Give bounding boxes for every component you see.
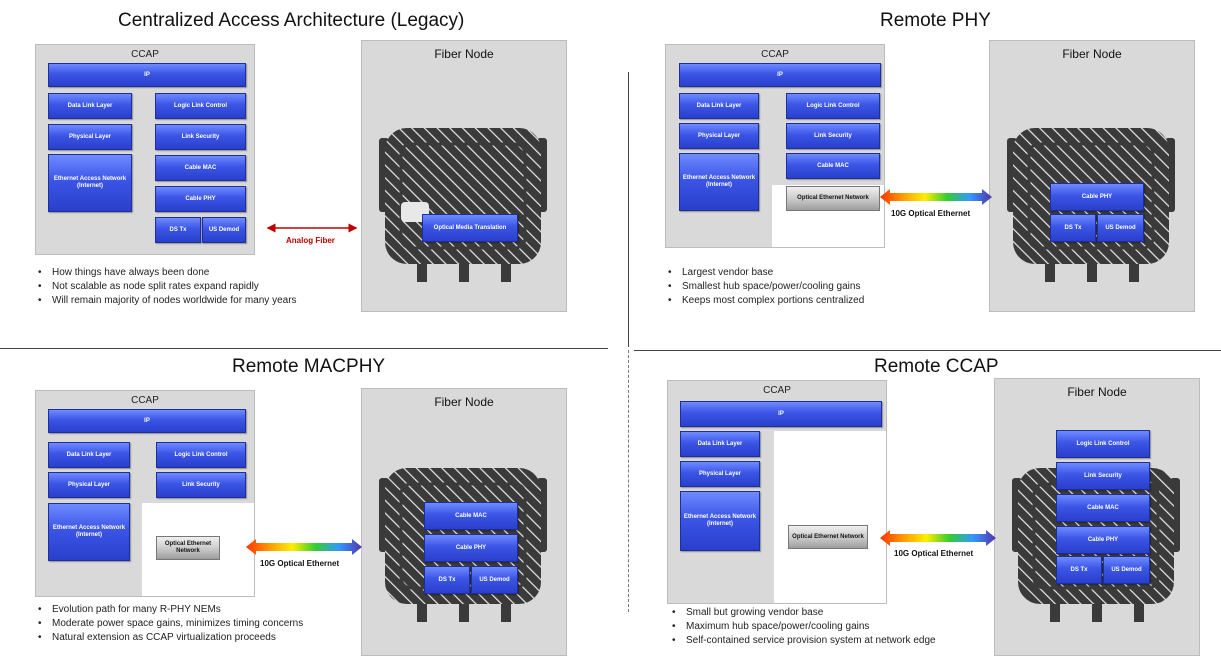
divider-horizontal-left [0,348,608,349]
q4-bullet-list: Small but growing vendor base Maximum hu… [672,606,936,648]
q3-physical-block: Physical Layer [48,472,130,498]
q3-bullet-list: Evolution path for many R-PHY NEMs Moder… [38,603,303,645]
q1-title: Centralized Access Architecture (Legacy) [118,10,465,31]
q2-node-enclosure-icon [1007,128,1175,282]
list-item: How things have always been done [38,266,297,280]
q2-ccap-panel: CCAP IP Data Link Layer Physical Layer E… [665,44,885,248]
q3-ethernet-block: Ethernet Access Network (Internet) [48,503,130,561]
q2-optical-ethernet-block: Optical Ethernet Network [786,186,880,211]
list-item: Keeps most complex portions centralized [668,294,864,308]
q3-optical-ethernet-block: Optical Ethernet Network [156,536,220,560]
list-item: Small but growing vendor base [672,606,936,620]
q1-node-enclosure-icon [379,128,547,282]
q3-connector-label: 10G Optical Ethernet [260,559,340,568]
q4-us-demod-block: US Demod [1103,556,1150,584]
q2-connector-label: 10G Optical Ethernet [891,209,971,218]
q1-data-link-block: Data Link Layer [48,93,132,119]
q2-data-link-block: Data Link Layer [679,93,759,119]
q4-optical-ethernet-block: Optical Ethernet Network [788,525,868,549]
q1-llc-block: Logic Link Control [155,93,246,119]
q2-ccap-label: CCAP [761,49,789,60]
q2-optical-ethernet-arrow [880,189,992,205]
list-item: Maximum hub space/power/cooling gains [672,620,936,634]
q3-title: Remote MACPHY [232,356,386,377]
divider-horizontal-right [634,350,1221,351]
q2-ip-block: IP [679,63,881,87]
q4-link-security-block: Link Security [1056,462,1150,490]
q1-optical-media-block: Optical Media Translation [422,214,518,242]
q4-data-link-block: Data Link Layer [680,431,760,457]
q2-physical-block: Physical Layer [679,123,759,149]
list-item: Largest vendor base [668,266,864,280]
q3-ccap-label: CCAP [131,395,159,406]
q4-white-area [774,431,886,603]
q1-analog-fiber-arrow [266,223,358,233]
q1-connector-label: Analog Fiber [286,236,335,245]
divider-vertical-bottom [628,350,629,612]
q2-bullet-list: Largest vendor base Smallest hub space/p… [668,266,864,308]
q1-bullet-list: How things have always been done Not sca… [38,266,297,308]
q3-cable-mac-block: Cable MAC [424,502,518,530]
divider-vertical-top [628,72,629,347]
q1-ccap-panel: CCAP IP Data Link Layer Physical Layer E… [35,44,255,255]
list-item: Smallest hub space/power/cooling gains [668,280,864,294]
q4-ethernet-block: Ethernet Access Network (Internet) [680,491,760,551]
q4-connector-label: 10G Optical Ethernet [894,549,974,558]
q2-title: Remote PHY [880,10,991,31]
q3-ip-block: IP [48,409,246,433]
q1-us-demod-block: US Demod [202,217,246,243]
q4-ccap-panel: CCAP IP Data Link Layer Physical Layer E… [667,380,887,604]
q3-optical-ethernet-arrow [246,539,362,555]
q1-cable-mac-block: Cable MAC [155,155,246,181]
q3-llc-block: Logic Link Control [156,442,246,468]
list-item: Moderate power space gains, minimizes ti… [38,617,303,631]
q1-physical-block: Physical Layer [48,124,132,150]
q2-us-demod-block: US Demod [1097,214,1144,242]
list-item: Evolution path for many R-PHY NEMs [38,603,303,617]
q3-ds-tx-block: DS Tx [424,566,470,594]
list-item: Will remain majority of nodes worldwide … [38,294,297,308]
q4-title: Remote CCAP [874,356,999,377]
q2-cable-phy-block: Cable PHY [1050,183,1144,211]
q4-physical-block: Physical Layer [680,461,760,487]
q1-ip-block: IP [48,63,246,87]
q4-cable-phy-block: Cable PHY [1056,526,1150,554]
q2-llc-block: Logic Link Control [786,93,880,119]
q3-data-link-block: Data Link Layer [48,442,130,468]
list-item: Natural extension as CCAP virtualization… [38,631,303,645]
q4-llc-block: Logic Link Control [1056,430,1150,458]
q2-cable-mac-block: Cable MAC [786,153,880,179]
q1-link-security-block: Link Security [155,124,246,150]
q3-ccap-panel: CCAP IP Data Link Layer Physical Layer E… [35,390,255,597]
q1-fiber-node-label: Fiber Node [434,47,494,61]
q1-ccap-label: CCAP [131,49,159,60]
q2-fiber-node-label: Fiber Node [1062,47,1122,61]
list-item: Not scalable as node split rates expand … [38,280,297,294]
q3-cable-phy-block: Cable PHY [424,534,518,562]
q2-ethernet-block: Ethernet Access Network (Internet) [679,153,759,211]
q4-cable-mac-block: Cable MAC [1056,494,1150,522]
list-item: Self-contained service provision system … [672,634,936,648]
q2-ds-tx-block: DS Tx [1050,214,1096,242]
q4-ds-tx-block: DS Tx [1056,556,1102,584]
q4-ccap-label: CCAP [763,385,791,396]
q4-ip-block: IP [680,401,882,427]
q1-cable-phy-block: Cable PHY [155,186,246,212]
q1-ds-tx-block: DS Tx [155,217,201,243]
q2-link-security-block: Link Security [786,123,880,149]
q4-fiber-node-label: Fiber Node [1067,385,1127,399]
q3-fiber-node-label: Fiber Node [434,395,494,409]
q4-optical-ethernet-arrow [880,530,996,546]
q1-ethernet-block: Ethernet Access Network (Internet) [48,154,132,212]
q3-us-demod-block: US Demod [471,566,518,594]
q3-link-security-block: Link Security [156,472,246,498]
